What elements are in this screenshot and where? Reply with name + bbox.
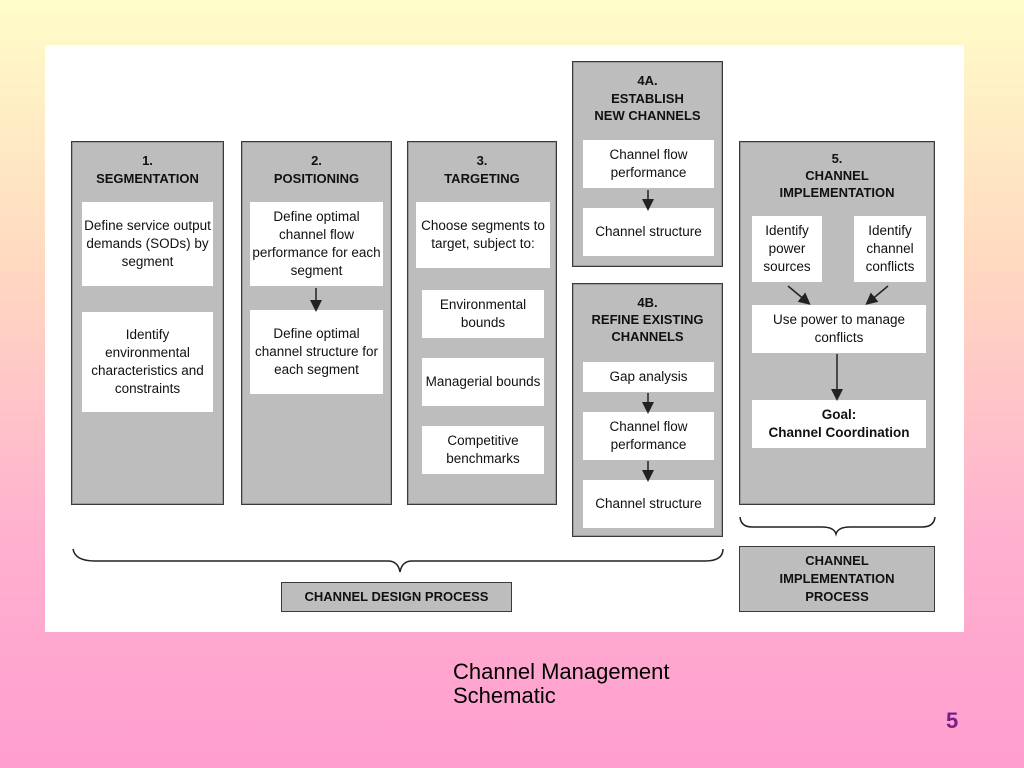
- define-flow-performance-box: Define optimal channel flow performance …: [250, 202, 383, 286]
- targeting-title: TARGETING: [444, 171, 520, 186]
- managerial-bounds-box: Managerial bounds: [422, 358, 544, 406]
- refine-title-line1: REFINE EXISTING: [591, 312, 704, 327]
- refine-number: 4B.: [637, 295, 658, 310]
- refine-title-line2: CHANNELS: [611, 329, 684, 344]
- caption-line1: Channel Management: [453, 659, 670, 684]
- implementation-number: 5.: [831, 151, 843, 166]
- establish-title-line1: ESTABLISH: [611, 91, 684, 106]
- positioning-title: POSITIONING: [273, 171, 360, 186]
- implementation-title-line2: IMPLEMENTATION: [779, 185, 895, 200]
- implementation-title-line1: CHANNEL: [805, 168, 869, 183]
- identify-channel-conflicts-box: Identify channel conflicts: [854, 216, 926, 282]
- segmentation-number: 1.: [142, 153, 153, 168]
- channel-implementation-process-label: CHANNEL IMPLEMENTATION PROCESS: [739, 546, 935, 612]
- implementation-process-line1: CHANNEL: [805, 553, 869, 568]
- channel-conflicts-arrow: [865, 285, 889, 305]
- positioning-column: 2. POSITIONING Define optimal channel fl…: [241, 141, 392, 505]
- refine-flow-performance-box: Channel flow performance: [583, 412, 714, 460]
- implementation-process-brace: [739, 516, 936, 537]
- identify-power-sources-box: Identify power sources: [752, 216, 822, 282]
- environmental-bounds-box: Environmental bounds: [422, 290, 544, 338]
- refine-structure-box: Channel structure: [583, 480, 714, 528]
- segmentation-title: SEGMENTATION: [96, 171, 199, 186]
- define-structure-box: Define optimal channel structure for eac…: [250, 310, 383, 394]
- gap-analysis-box: Gap analysis: [583, 362, 714, 392]
- use-power-box: Use power to manage conflicts: [752, 305, 926, 353]
- goal-label: Goal:: [821, 407, 857, 422]
- page-number: 5: [946, 708, 959, 733]
- establish-number: 4A.: [637, 73, 658, 88]
- channel-implementation-column: 5. CHANNEL IMPLEMENTATION Identify power…: [739, 141, 935, 505]
- channel-design-process-label: CHANNEL DESIGN PROCESS: [281, 582, 512, 612]
- design-process-brace: [72, 548, 724, 573]
- goal-box: Goal: Channel Coordination: [752, 400, 926, 448]
- establish-structure-box: Channel structure: [583, 208, 714, 256]
- define-sods-box: Define service output demands (SODs) by …: [82, 202, 213, 286]
- segmentation-column: 1. SEGMENTATION Define service output de…: [71, 141, 224, 505]
- establish-new-channels-column: 4A. ESTABLISH NEW CHANNELS Channel flow …: [572, 61, 723, 267]
- choose-segments-box: Choose segments to target, subject to:: [416, 202, 550, 268]
- caption-line2: Schematic: [453, 683, 556, 708]
- identify-environment-box: Identify environmental characteristics a…: [82, 312, 213, 412]
- establish-title-line2: NEW CHANNELS: [594, 108, 701, 123]
- goal-text: Channel Coordination: [768, 425, 910, 440]
- competitive-benchmarks-box: Competitive benchmarks: [422, 426, 544, 474]
- positioning-number: 2.: [311, 153, 322, 168]
- establish-flow-performance-box: Channel flow performance: [583, 140, 714, 188]
- implementation-process-line3: PROCESS: [805, 589, 869, 604]
- implementation-process-line2: IMPLEMENTATION: [779, 571, 895, 586]
- slide-caption: Channel Management Schematic: [453, 660, 753, 708]
- power-sources-arrow: [787, 285, 811, 305]
- targeting-number: 3.: [476, 153, 488, 168]
- targeting-column: 3. TARGETING Choose segments to target, …: [407, 141, 557, 505]
